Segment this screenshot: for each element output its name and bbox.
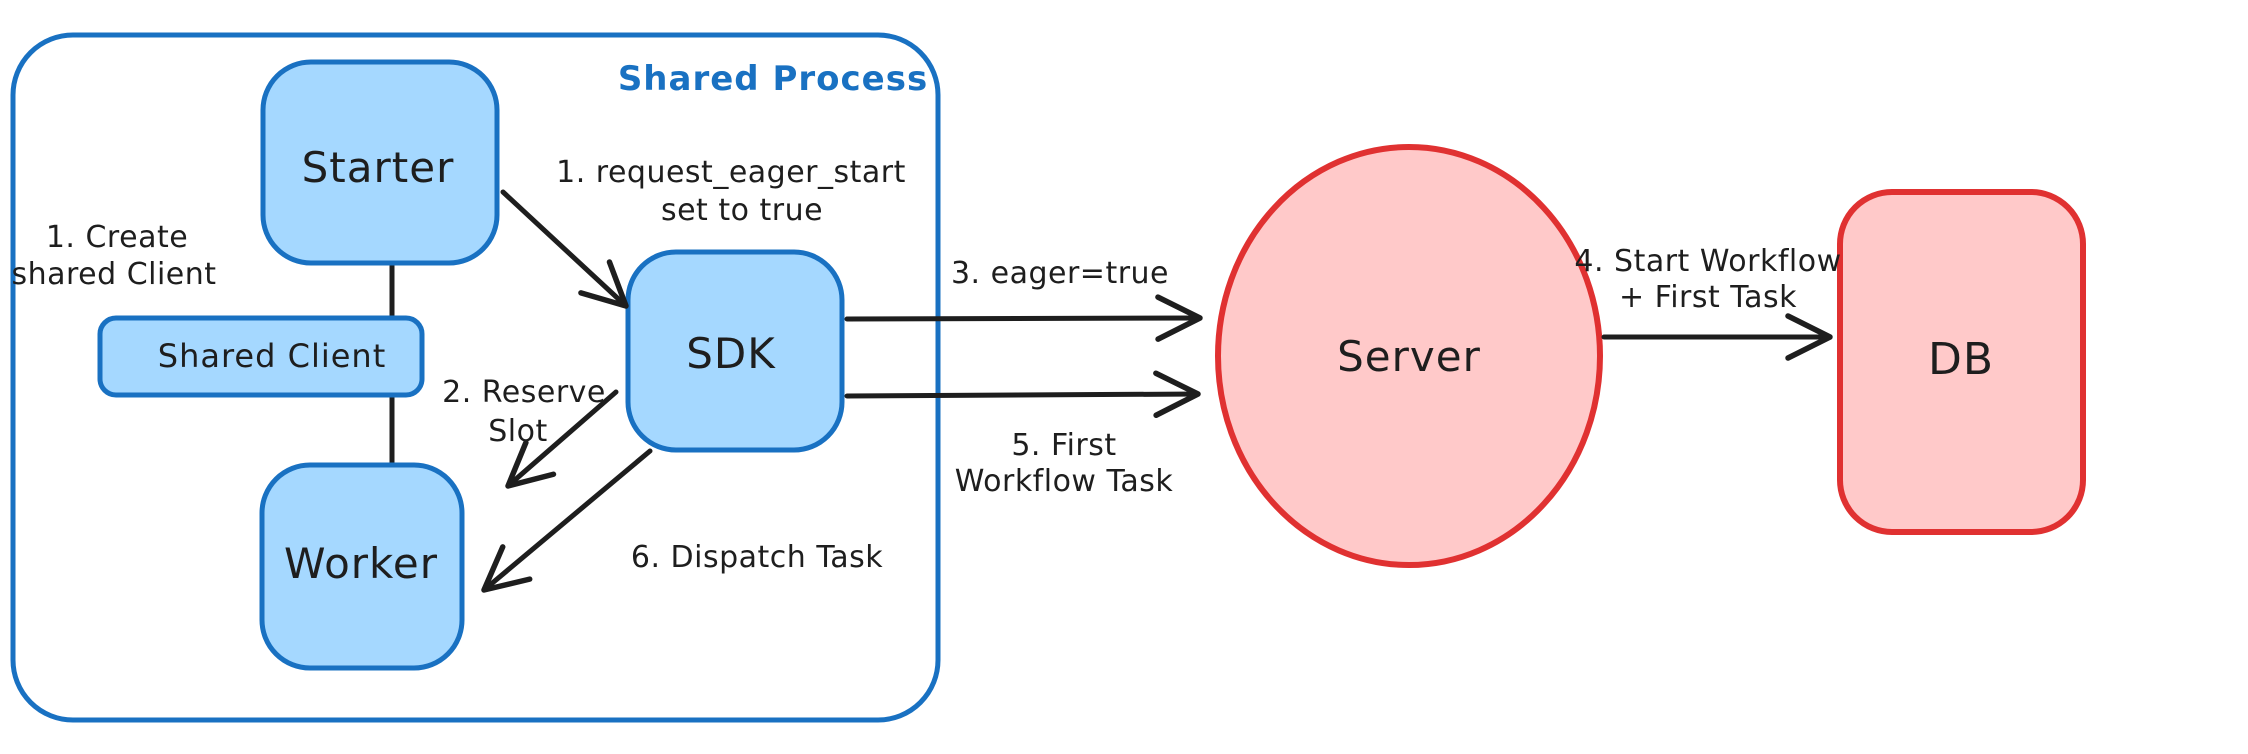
server-label: Server bbox=[1337, 332, 1481, 381]
annotation-dispatch-task: 6. Dispatch Task bbox=[631, 540, 883, 575]
annotation-reserve-slot-line2: Slot bbox=[488, 414, 548, 449]
server-node bbox=[1215, 144, 1603, 568]
annotation-start-workflow-line1: 4. Start Workflow bbox=[1574, 244, 1841, 279]
arrow-reserve-slot bbox=[505, 389, 619, 489]
starter-label: Starter bbox=[302, 143, 455, 192]
annotation-start-workflow-line2: + First Task bbox=[1619, 280, 1797, 315]
arrow-request-eager-start bbox=[500, 189, 629, 309]
sdk-label: SDK bbox=[686, 329, 776, 378]
db-label: DB bbox=[1928, 334, 1994, 385]
annotation-eager-true: 3. eager=true bbox=[951, 256, 1169, 291]
shared-client-label: Shared Client bbox=[158, 337, 386, 375]
shared-client-node bbox=[97, 315, 425, 398]
annotation-first-workflow-task-line1: 5. First bbox=[1011, 428, 1116, 463]
arrow-dispatch-task bbox=[481, 448, 653, 593]
arrow-eager-true bbox=[844, 294, 1203, 342]
annotation-first-workflow-task-line2: Workflow Task bbox=[955, 464, 1174, 499]
shared-process-container bbox=[10, 32, 941, 723]
arrow-first-workflow-task bbox=[844, 370, 1201, 418]
worker-label: Worker bbox=[284, 539, 438, 588]
annotation-reserve-slot-line1: 2. Reserve bbox=[442, 375, 606, 410]
db-node bbox=[1837, 189, 2086, 535]
shared-process-label: Shared Process bbox=[618, 59, 928, 99]
annotation-request-eager-line2: set to true bbox=[661, 193, 823, 228]
annotation-create-client-line1: 1. Create bbox=[46, 220, 188, 255]
worker-node bbox=[259, 462, 465, 671]
annotation-request-eager-line1: 1. request_eager_start bbox=[556, 155, 906, 190]
sdk-node bbox=[625, 249, 845, 453]
starter-node bbox=[260, 59, 500, 266]
annotation-create-client-line2: shared Client bbox=[11, 257, 216, 292]
